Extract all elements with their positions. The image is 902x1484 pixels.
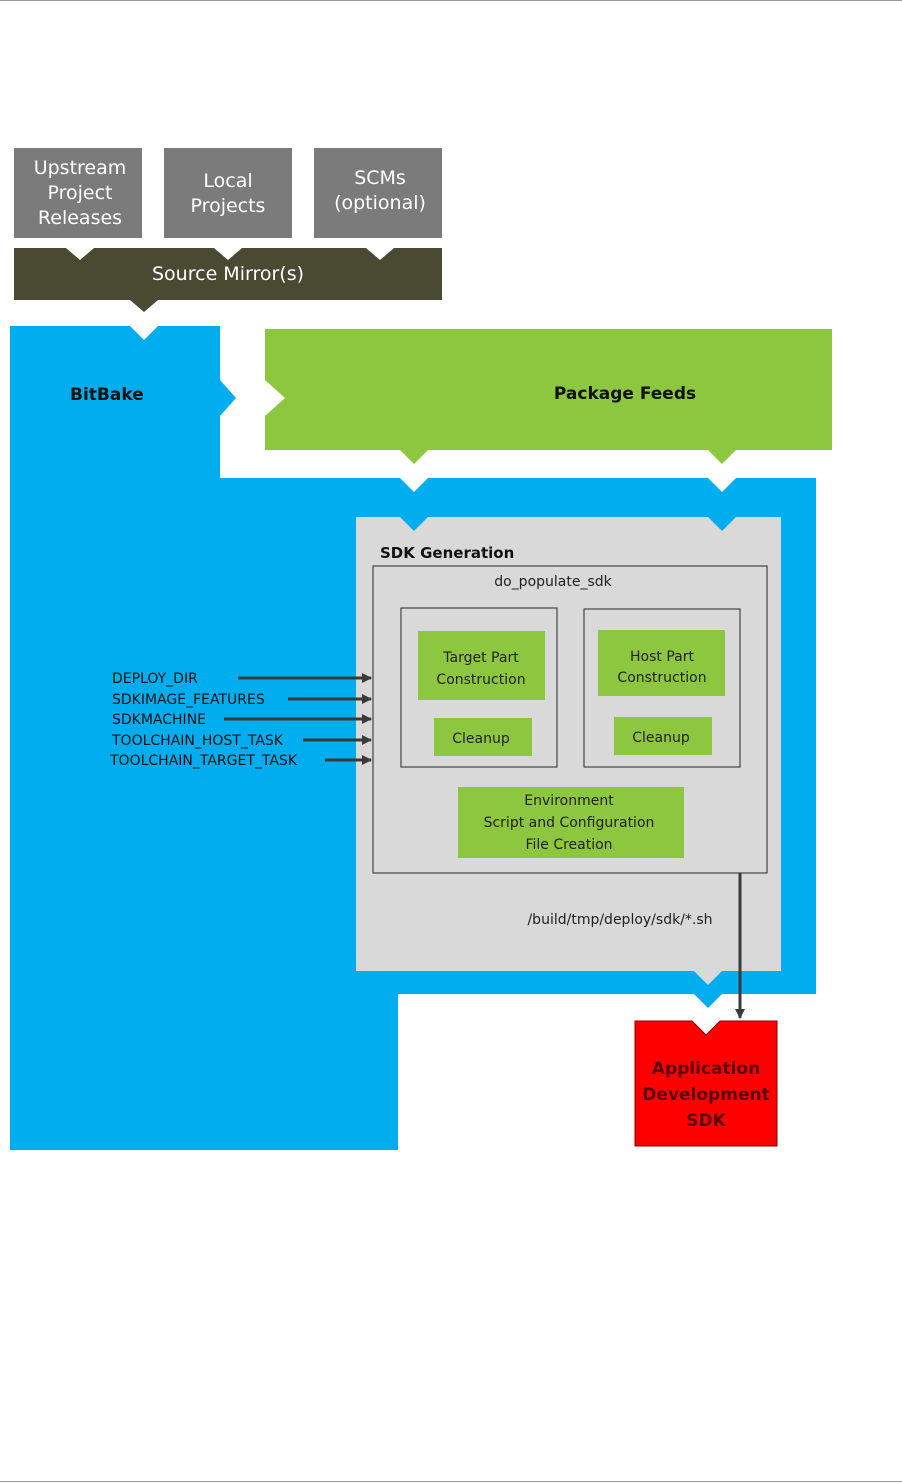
svg-text:Development: Development	[642, 1085, 769, 1105]
variable-sdkmachine: SDKMACHINE	[112, 712, 206, 728]
upstream-project-releases-box: Upstream Project Releases	[14, 148, 142, 238]
scms-box: SCMs (optional)	[314, 148, 442, 238]
svg-text:Application: Application	[652, 1059, 760, 1079]
source-mirror-label: Source Mirror(s)	[152, 263, 304, 285]
variable-toolchain-host-task: TOOLCHAIN_HOST_TASK	[111, 733, 284, 749]
svg-text:Projects: Projects	[191, 195, 266, 217]
local-line-1: Local	[203, 170, 252, 192]
target-part-group	[400, 607, 558, 768]
svg-text:Environment: Environment	[524, 793, 614, 809]
target-cleanup-box	[434, 718, 532, 756]
source-mirror-bar: Source Mirror(s)	[14, 248, 442, 312]
host-part-group	[583, 608, 741, 768]
variable-deploy-dir: DEPLOY_DIR	[112, 671, 198, 687]
svg-text:Project: Project	[47, 182, 112, 204]
svg-text:SDK: SDK	[686, 1111, 726, 1131]
svg-text:Target Part: Target Part	[442, 650, 519, 666]
svg-text:Releases: Releases	[38, 207, 122, 229]
package-feeds-label: Package Feeds	[554, 384, 696, 404]
scms-line-2: (optional)	[334, 192, 426, 214]
svg-text:Construction: Construction	[617, 670, 706, 686]
svg-text:Script and Configuration: Script and Configuration	[484, 815, 655, 831]
svg-text:Construction: Construction	[436, 672, 525, 688]
sdk-line-2: Development	[642, 1085, 769, 1105]
target-line-1: Target Part	[442, 650, 519, 666]
environment-line-2: Script and Configuration	[484, 815, 655, 831]
do-populate-sdk-box	[372, 565, 768, 874]
application-development-sdk-box	[634, 1020, 778, 1147]
sdk-generation-title: SDK Generation	[380, 544, 514, 562]
target-part-construction-box	[418, 631, 545, 700]
host-cleanup-label: Cleanup	[632, 730, 690, 746]
upstream-line-2: Project	[47, 182, 112, 204]
do-populate-sdk-label: do_populate_sdk	[494, 574, 612, 590]
variable-toolchain-target-task: TOOLCHAIN_TARGET_TASK	[109, 753, 298, 769]
upstream-line-1: Upstream	[34, 157, 127, 179]
local-projects-box: Local Projects	[164, 148, 292, 238]
bitbake-label: BitBake	[70, 385, 144, 405]
upstream-line-3: Releases	[38, 207, 122, 229]
environment-line-3: File Creation	[525, 837, 612, 853]
page-bottom-rule	[0, 1481, 902, 1482]
page-top-rule	[0, 0, 902, 1]
svg-text:Local: Local	[203, 170, 252, 192]
variable-sdkimage-features: SDKIMAGE_FEATURES	[112, 692, 265, 708]
sdk-line-3: SDK	[686, 1111, 726, 1131]
svg-text:SCMs: SCMs	[354, 167, 406, 189]
host-part-construction-box	[598, 630, 725, 696]
environment-box	[458, 787, 684, 858]
host-line-1: Host Part	[630, 649, 694, 665]
input-variables: DEPLOY_DIR SDKIMAGE_FEATURES SDKMACHINE …	[109, 671, 372, 769]
output-path-label: /build/tmp/deploy/sdk/*.sh	[527, 912, 712, 928]
svg-text:(optional): (optional)	[334, 192, 426, 214]
environment-line-1: Environment	[524, 793, 614, 809]
scms-line-1: SCMs	[354, 167, 406, 189]
local-line-2: Projects	[191, 195, 266, 217]
svg-text:File Creation: File Creation	[525, 837, 612, 853]
package-feeds-region	[265, 329, 832, 464]
sdk-line-1: Application	[652, 1059, 760, 1079]
target-line-2: Construction	[436, 672, 525, 688]
host-cleanup-box	[614, 717, 712, 755]
target-cleanup-label: Cleanup	[452, 731, 510, 747]
host-line-2: Construction	[617, 670, 706, 686]
svg-text:Host Part: Host Part	[630, 649, 694, 665]
svg-text:Upstream: Upstream	[34, 157, 127, 179]
